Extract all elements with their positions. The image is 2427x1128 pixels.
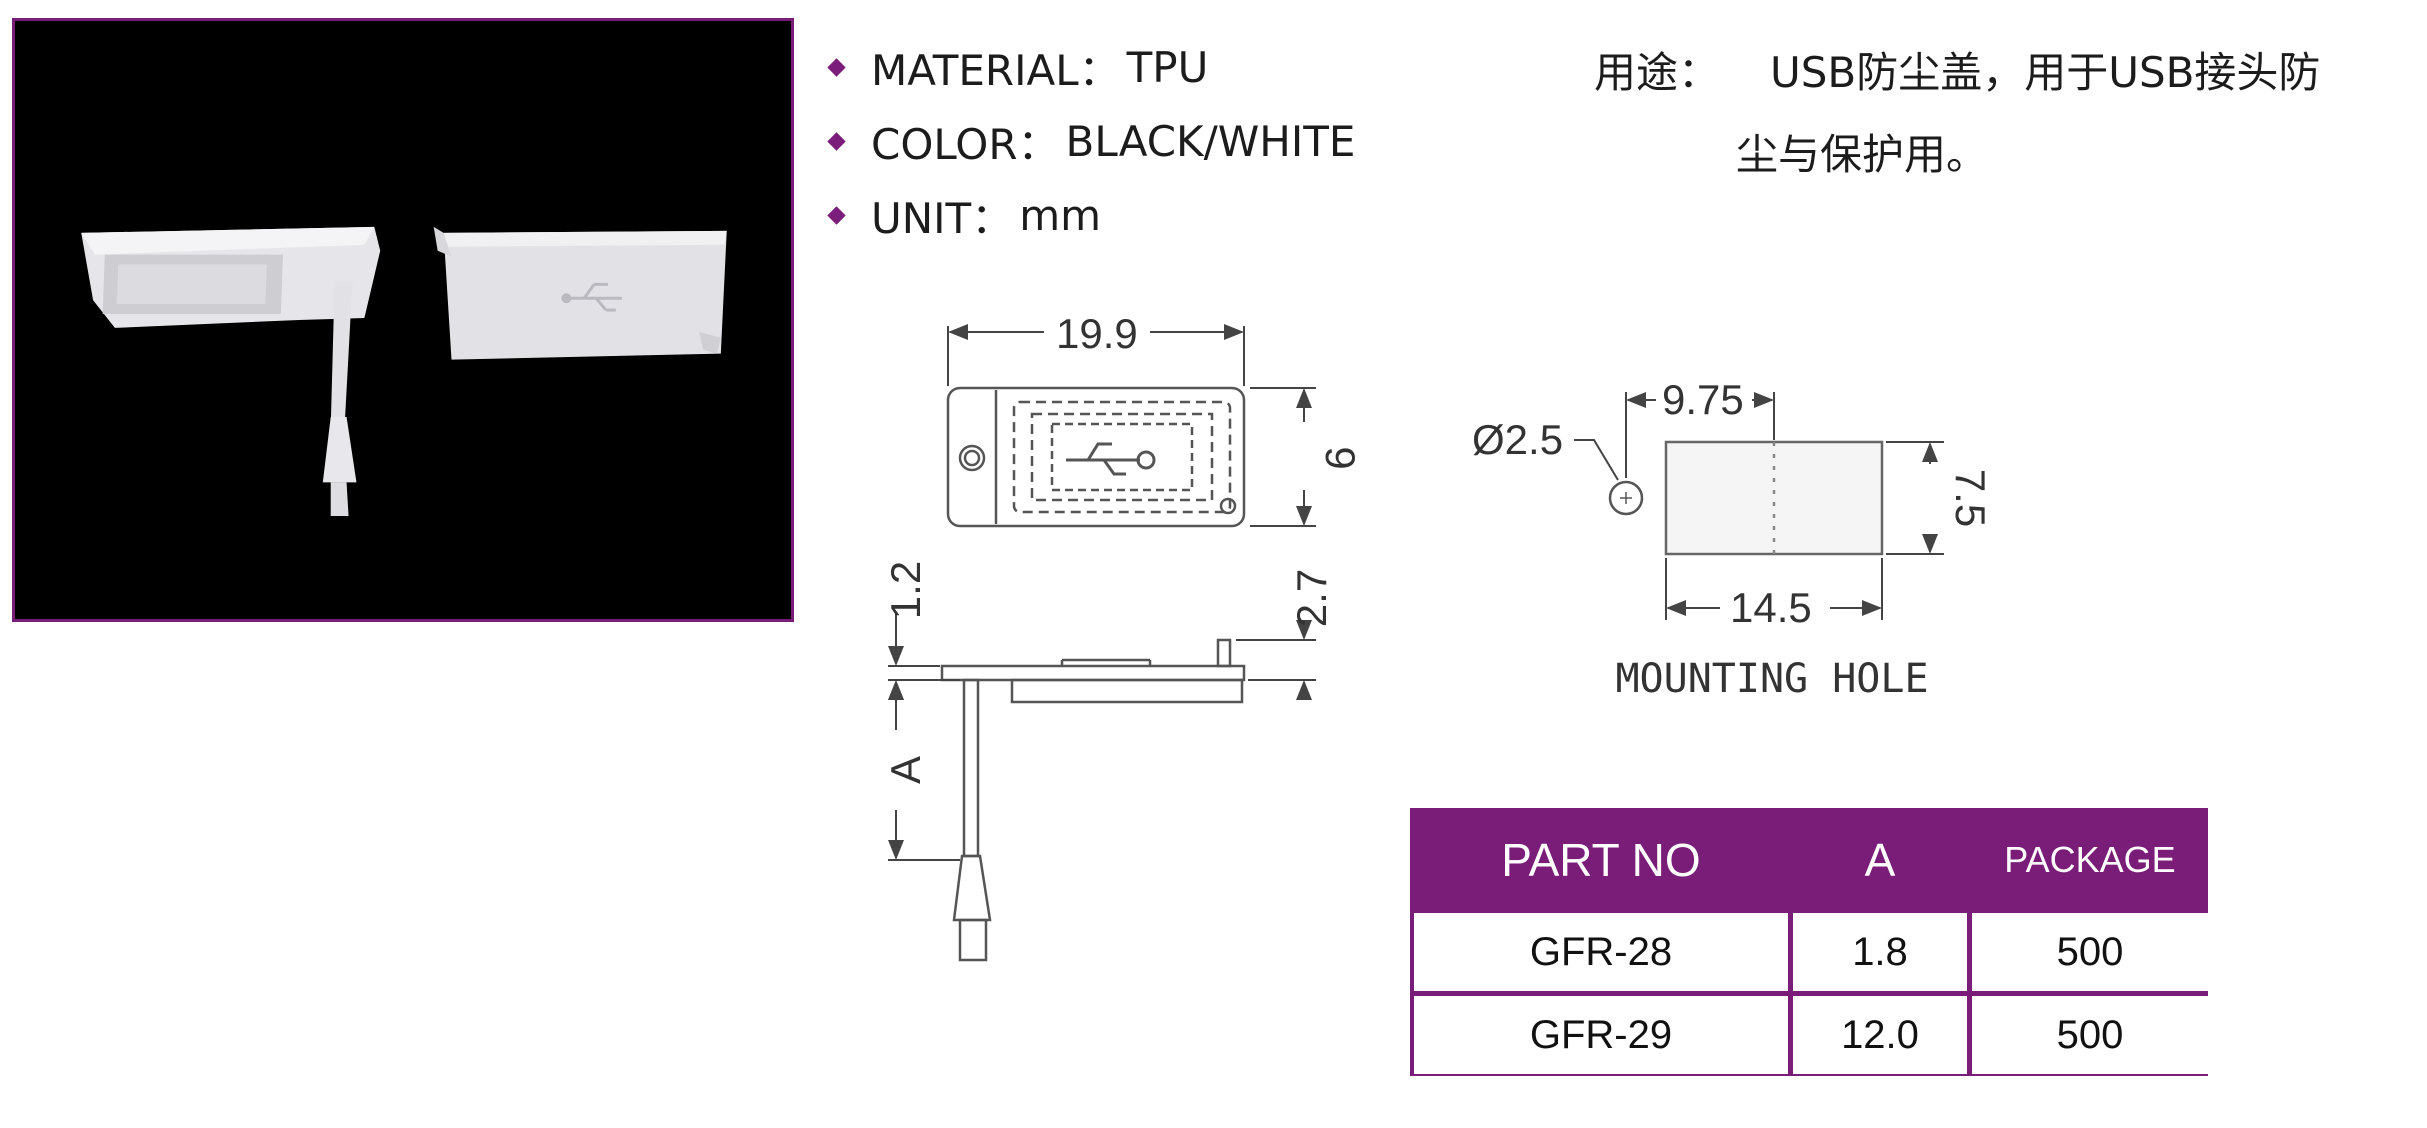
usb-cover-illustration [15,21,791,619]
top-view [946,386,1246,528]
spec-label: UNIT： [871,193,1014,243]
dimension-lines [888,324,1316,861]
usage-description: 用途： USB防尘盖，用于USB接头防 尘与保护用。 [1594,32,2394,196]
dim-hole-height: 7.5 [1947,469,1994,527]
table-header-part-no: PART NO [1501,834,1701,886]
dim-hole-offset: 9.75 [1662,376,1744,423]
usage-line-2: 尘与保护用。 [1736,130,1989,179]
dim-width: 19.9 [1056,310,1138,357]
table-cell: 1.8 [1793,913,1967,991]
dim-stem-length: A [882,756,929,784]
spec-material: MATERIAL： TPU [822,30,1355,104]
spec-value: BLACK/WHITE [1065,116,1356,166]
table-cell: GFR-29 [1414,996,1788,1074]
spec-list: MATERIAL： TPU COLOR： BLACK/WHITE UNIT： m… [822,30,1355,252]
usage-line-1: USB防尘盖，用于USB接头防 [1770,48,2321,97]
mounting-hole-caption: MOUNTING HOLE [1615,656,1928,702]
dim-hole-width: 14.5 [1730,584,1812,631]
dim-height: 9 [1317,446,1364,469]
dim-side-height: 2.7 [1288,569,1335,627]
part-table: PART NO A PACKAGE GFR-28 1.8 500 GFR-29 … [1410,808,2208,1076]
dim-hole-diameter: Ø2.5 [1472,416,1563,463]
spec-value: mm [1019,190,1102,240]
dim-top-thickness: 1.2 [882,561,929,619]
table-cell: 500 [1972,996,2208,1074]
table-cell: 12.0 [1793,996,1967,1074]
table-cell: 500 [1972,913,2208,991]
table-header-a: A [1864,834,1896,886]
mounting-hole-drawing [1574,392,1944,620]
product-photo [12,18,794,622]
spec-label: COLOR： [871,119,1060,169]
usage-label: 用途： [1594,48,1721,97]
spec-color: COLOR： BLACK/WHITE [822,104,1355,178]
spec-label: MATERIAL： [871,45,1121,95]
table-header-package: PACKAGE [2004,839,2176,880]
spec-unit: UNIT： mm [822,178,1355,252]
side-view [940,638,1246,962]
spec-value: TPU [1126,42,1209,92]
table-cell: GFR-28 [1414,913,1788,991]
